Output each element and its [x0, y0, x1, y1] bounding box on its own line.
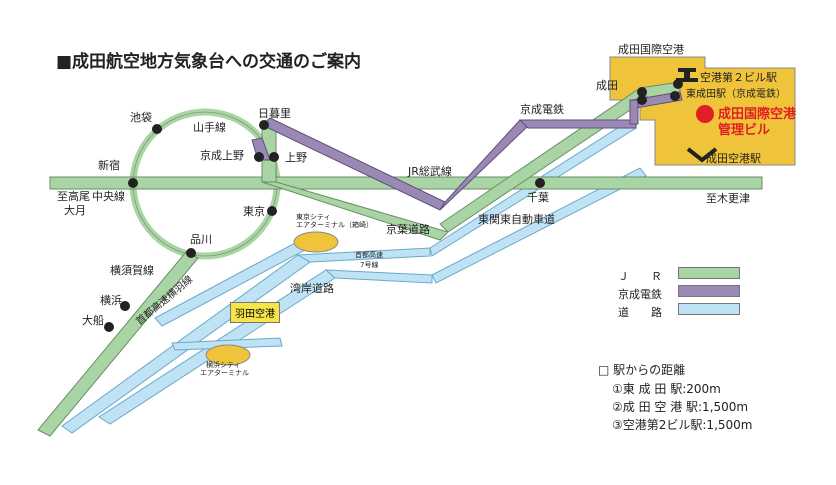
page-title: ■成田航空地方気象台への交通のご案内 — [56, 52, 362, 72]
legend-jr-swatch — [678, 267, 740, 279]
station-dot-ofuna — [104, 322, 114, 332]
takao-label: 至高尾 — [57, 190, 90, 203]
legend-keisei-swatch — [678, 285, 740, 297]
shuto-7-label: 7号線 — [360, 261, 379, 269]
station-dot-keisei-ueno — [254, 152, 264, 162]
shinagawa-label: 品川 — [190, 233, 212, 246]
station-dot-shinagawa — [186, 248, 196, 258]
legend-keisei-label: 京成電鉄 — [618, 288, 662, 301]
ycat-label: 横浜シティ — [206, 361, 241, 369]
station-dot-tokyo — [267, 206, 277, 216]
station-dot-ueno — [269, 152, 279, 162]
keisei-ueno-label: 京成上野 — [200, 149, 244, 162]
distance-row: ②成 田 空 港 駅:1,500m — [612, 400, 749, 414]
tcat-label-2: エアターミナル（箱崎） — [296, 221, 373, 229]
distance-row: ③空港第2ビル駅:1,500m — [612, 418, 753, 432]
yokosuka-label: 横須賀線 — [110, 264, 154, 277]
legend-road-label: 道 路 — [618, 306, 662, 319]
wangan-label: 湾岸道路 — [290, 282, 334, 295]
distance-row: ①東 成 田 駅:200m — [612, 382, 721, 396]
higashi-narita-label: 東成田駅（京成電鉄） — [686, 89, 786, 100]
keisei-line-label: 京成電鉄 — [520, 103, 564, 116]
admin-building-label-1: 成田国際空港 — [718, 107, 797, 122]
ycat-marker — [205, 344, 251, 366]
station-dot-narita-k — [637, 95, 647, 105]
higashikanto-label: 東関東自動車道 — [478, 213, 555, 226]
station-dot-higashi — [670, 91, 680, 101]
chiba-label: 千葉 — [527, 191, 549, 204]
station-dot-terminal2 — [673, 79, 683, 89]
yokohama-label: 横浜 — [100, 294, 122, 307]
shinjuku-label: 新宿 — [98, 159, 120, 172]
station-dot-yokohama — [120, 301, 130, 311]
legend-jr-label: Ｊ Ｒ — [618, 270, 662, 283]
narita-label: 成田 — [596, 79, 618, 92]
tokyo-label: 東京 — [243, 205, 265, 218]
keiyo-road-label: 京葉道路 — [386, 223, 430, 236]
admin-building-label-2: 管理ビル — [718, 123, 771, 138]
distance-heading: □ 駅からの距離 — [598, 363, 686, 377]
station-dots — [104, 79, 683, 332]
otsuki-label: 大月 — [64, 204, 86, 217]
jr-lines — [37, 81, 763, 437]
ikebukuro-label: 池袋 — [130, 111, 152, 124]
narita-airport-station-label: 成田空港駅 — [706, 152, 761, 165]
ofuna-label: 大船 — [82, 314, 104, 327]
station-dot-narita — [637, 87, 647, 97]
shuto-label: 首都高速 — [355, 251, 383, 259]
station-dot-ikebukuro — [152, 124, 162, 134]
jr-sobu-label: JR総武線 — [408, 165, 452, 178]
weather-office-marker — [696, 105, 714, 123]
kisarazu-label: 至木更津 — [706, 192, 750, 205]
ueno-label: 上野 — [285, 151, 307, 164]
tcat-marker — [293, 231, 339, 253]
yamanote-label: 山手線 — [193, 121, 226, 134]
station-dot-nippori — [259, 120, 269, 130]
nippori-label: 日暮里 — [258, 107, 291, 120]
station-dot-chiba — [535, 178, 545, 188]
chuo-line-label: 中央線 — [92, 190, 125, 203]
terminal2-label: 空港第２ビル駅 — [700, 71, 777, 84]
airport-area-label: 成田国際空港 — [618, 43, 684, 56]
haneda-airport-label: 羽田空港 — [230, 302, 280, 323]
tcat-label: 東京シティ — [296, 213, 331, 221]
legend-road-swatch — [678, 303, 740, 315]
station-dot-shinjuku — [128, 178, 138, 188]
ycat-label-2: エアターミナル — [200, 369, 249, 377]
